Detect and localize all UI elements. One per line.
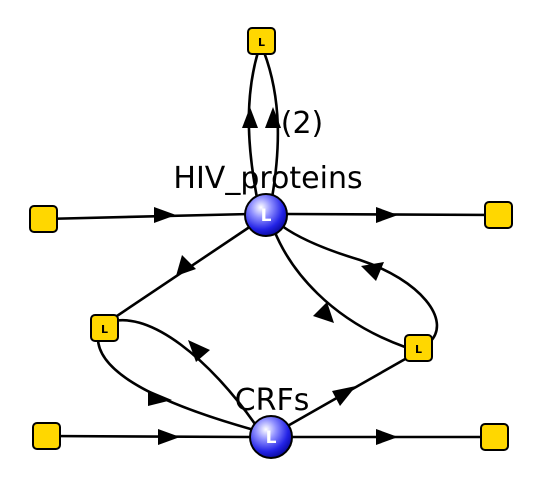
arrowhead-right-output xyxy=(376,207,398,223)
edge-left-input-to-hiv xyxy=(43,212,251,221)
small-node-top[interactable]: L xyxy=(247,27,276,55)
edge-right-l-to-hiv xyxy=(281,224,439,343)
crfs-label: CRFs xyxy=(235,383,310,418)
arrowheads xyxy=(148,107,398,445)
hiv-proteins-node[interactable]: L xyxy=(244,193,288,237)
arrowhead-bottom-right-output xyxy=(376,429,398,445)
arrowhead-left-l-to-crfs-upper xyxy=(188,340,210,362)
hiv-proteins-symbol: L xyxy=(261,206,272,226)
sink-node-right[interactable] xyxy=(484,201,513,229)
arrowhead-crfs-to-right-l xyxy=(332,386,356,406)
source-node-left[interactable] xyxy=(29,205,58,233)
small-node-symbol: L xyxy=(101,323,108,336)
source-node-bottom-left[interactable] xyxy=(32,422,61,450)
arrowhead-bottom-left-input xyxy=(158,429,180,445)
edge-left-l-to-crfs-upper xyxy=(109,319,257,425)
arrowhead-hiv-to-left-l xyxy=(176,255,196,276)
arrowhead-loop-left xyxy=(242,107,258,128)
edge-left-l-to-crfs-lower xyxy=(96,335,255,432)
arrowhead-left-l-to-crfs-lower xyxy=(148,390,172,406)
arrowhead-hiv-to-right-l xyxy=(313,302,334,323)
hiv-proteins-label: HIV_proteins xyxy=(173,161,362,196)
arrowhead-left-input xyxy=(154,207,176,223)
small-node-symbol: L xyxy=(258,36,265,49)
edge-hiv-to-right-l xyxy=(272,229,406,349)
crfs-node[interactable]: L xyxy=(249,415,293,459)
small-nodes: L L L xyxy=(29,27,513,451)
small-node-symbol: L xyxy=(415,343,422,356)
arrowhead-loop-right xyxy=(265,107,281,128)
sink-node-bottom-right[interactable] xyxy=(480,423,509,451)
small-node-right[interactable]: L xyxy=(404,334,433,362)
loop-count-label: (2) xyxy=(281,106,324,141)
edge-bottom-left-input-to-crfs xyxy=(45,434,253,439)
small-node-left[interactable]: L xyxy=(90,314,119,342)
arrowhead-right-l-to-hiv xyxy=(361,262,384,281)
crfs-symbol: L xyxy=(266,428,277,448)
